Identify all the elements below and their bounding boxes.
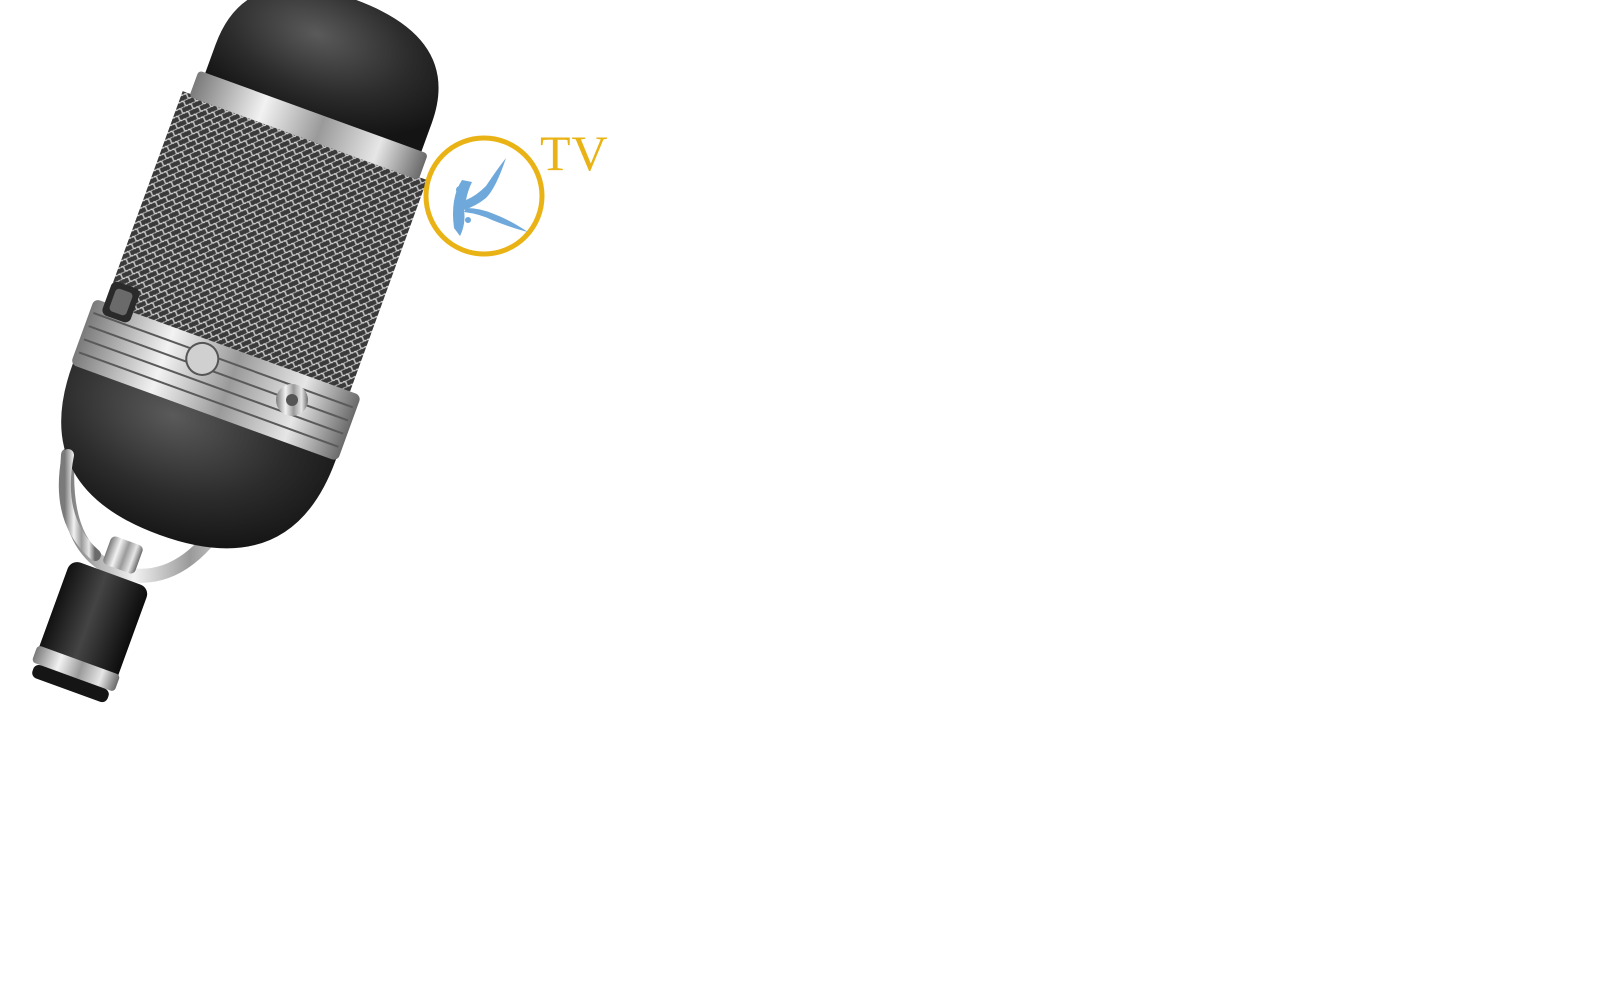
yoke-front-arm [58, 449, 101, 561]
ktv-logo: TV [420, 128, 620, 268]
k-letter-mark-icon [423, 135, 545, 257]
brand-badge [185, 341, 220, 376]
connector-plug [32, 562, 148, 703]
k-brush-letter [453, 158, 528, 236]
logo-tv-text: TV [540, 125, 609, 181]
right-knob [276, 384, 308, 416]
logo-ring [423, 135, 545, 257]
left-knob [102, 281, 140, 323]
top-chrome-band [190, 71, 427, 179]
mount-nut [103, 536, 143, 574]
upper-foam-cap [201, 0, 439, 161]
vintage-microphone-icon [32, 0, 439, 703]
